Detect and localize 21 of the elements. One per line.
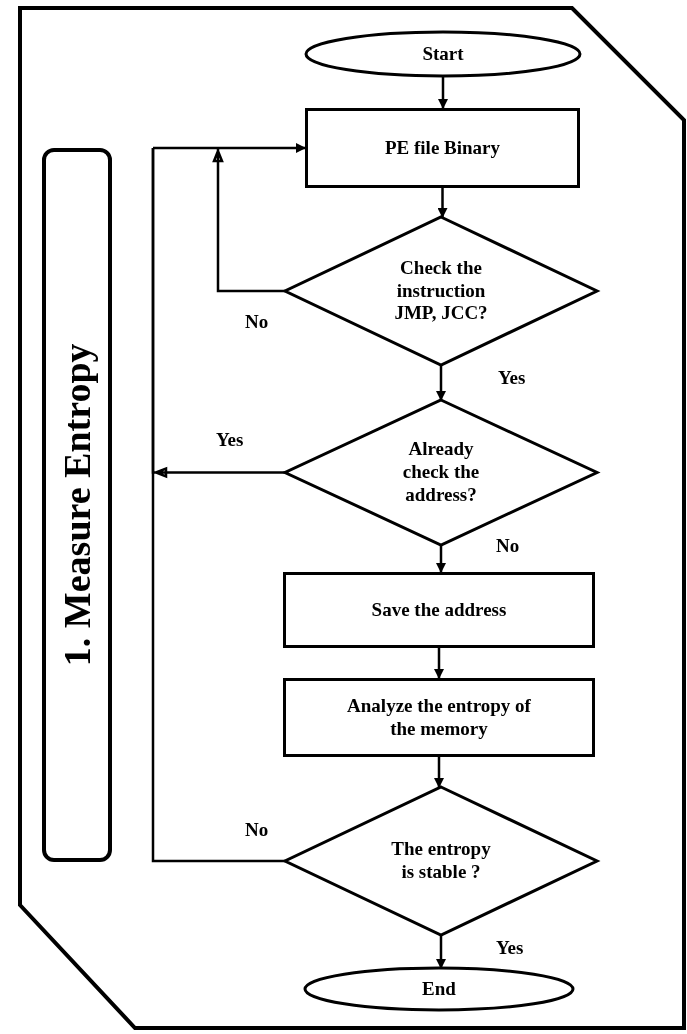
step-text: Already check the address? [401,438,481,507]
step-text: Check the instruction JMP, JCC? [393,256,489,326]
arrow [436,545,446,573]
arrow [153,143,306,153]
step-text: Analyze the entropy of the memory [346,694,532,741]
arrow [434,757,444,788]
arrow [436,935,446,969]
step-text: Start [421,42,465,66]
step-text: Save the address [370,598,508,622]
arrow [438,76,448,109]
arrow [436,365,446,401]
arrow [434,648,444,679]
title-panel [42,148,112,862]
step-text: PE file Binary [383,136,502,160]
process-box [283,572,595,648]
step-text: The entropy is stable ? [390,838,492,884]
process-box [305,108,580,188]
arrow [437,188,448,218]
step-text: End [421,977,457,1001]
section-title: 1. Measure Entropy [54,343,99,667]
process-box [283,678,595,757]
